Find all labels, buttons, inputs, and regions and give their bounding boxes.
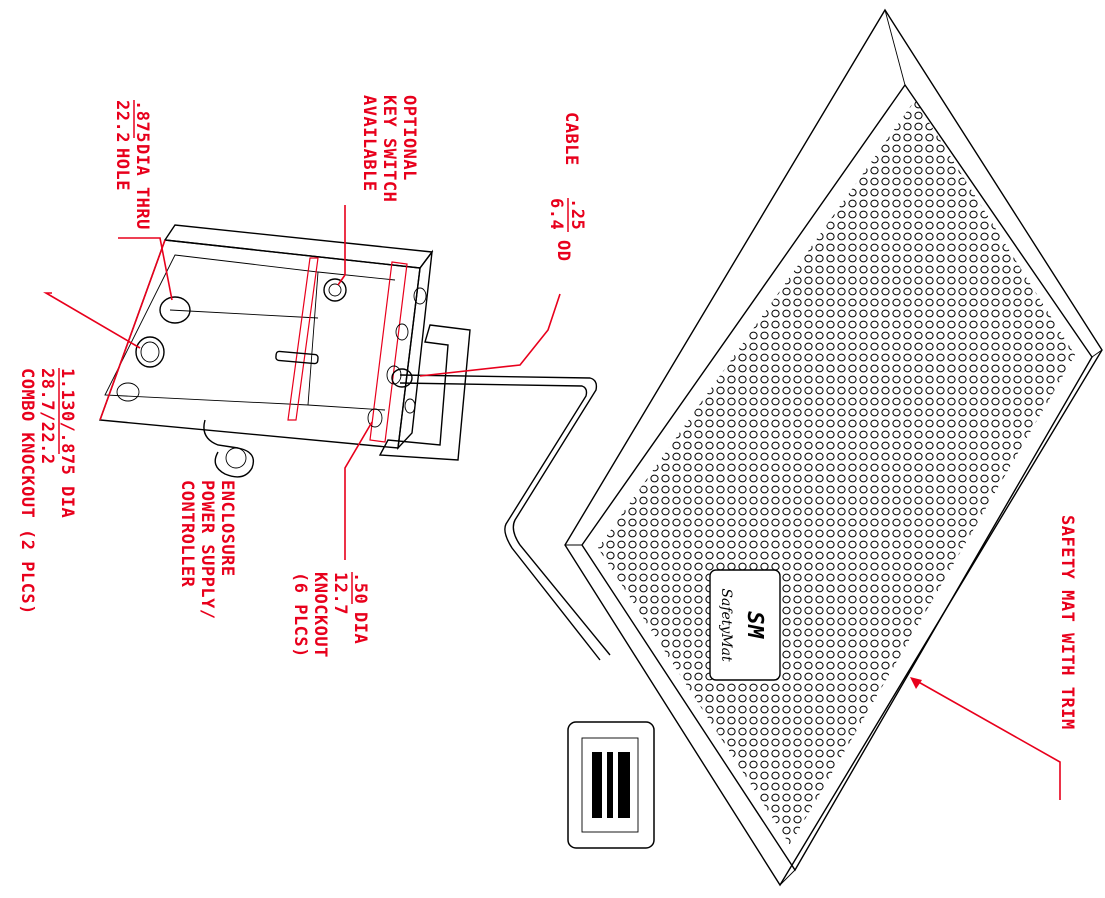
cable-prefix: CABLE (561, 112, 581, 166)
knockout-dia-suffix: DIA (350, 612, 370, 644)
mat-perforation-pattern (598, 100, 1075, 845)
enclosure-side-edge (397, 249, 433, 451)
mounting-bracket (378, 324, 471, 461)
callout-enclosure: ENCLOSURE POWER SUPPLY/ CONTROLLER (177, 480, 237, 620)
hole-dia-value: .875 (132, 100, 152, 143)
callout-combo-knockout: 1.130/.875 DIA 28.7/22.2 COMBO KNOCKOUT … (17, 368, 77, 615)
enclosure-front (99, 239, 421, 449)
enclosure-tray (104, 254, 319, 406)
cable-gland (391, 368, 413, 388)
cable-line-2 (399, 382, 601, 661)
leader-lines (43, 205, 1061, 800)
combo-line-3: COMBO KNOCKOUT (2 PLCS) (17, 368, 37, 615)
callout-key-switch: OPTIONAL KEY SWITCH AVAILABLE (359, 95, 419, 202)
callout-mat: SAFETY MAT WITH TRIM (1057, 515, 1077, 730)
mat-logo-plate: SM SafetyMat (709, 569, 781, 681)
combo-knockout (135, 336, 165, 368)
key-switch-line-3: AVAILABLE (359, 95, 379, 192)
enclosure-line-3: CONTROLLER (177, 480, 197, 588)
callout-hole: .875 22.2 DIA THRU HOLE (112, 100, 152, 230)
key-switch-line-2: KEY SWITCH (379, 95, 399, 202)
knockout-line-4: (6 PLCS) (290, 572, 310, 658)
cable-od-metric: 6.4 (546, 198, 566, 230)
combo-line-2: 28.7/22.2 (37, 368, 57, 465)
callout-cable: CABLE .25 6.4 OD (546, 112, 587, 261)
hole-dia-metric: 22.2 (112, 100, 132, 143)
enclosure (99, 224, 471, 478)
enclosure-line-2: POWER SUPPLY/ (197, 480, 217, 620)
mat-label: SAFETY MAT WITH TRIM (1057, 515, 1077, 730)
product-label (567, 721, 655, 849)
cable-od-value: .25 (567, 198, 587, 230)
callout-knockout-50: .50 DIA 12.7 KNOCKOUT (6 PLCS) (290, 572, 370, 658)
hole-desc-2: HOLE (112, 148, 132, 191)
cable-suffix: OD (553, 240, 573, 261)
cable (399, 374, 611, 661)
cable-line-1 (399, 374, 611, 656)
safety-mat: SM SafetyMat (564, 8, 1103, 887)
knockout-50 (367, 408, 383, 428)
vent-slot (275, 350, 319, 365)
mat-logo-brand: SafetyMat (718, 588, 734, 662)
key-switch-line-1: OPTIONAL (399, 95, 419, 181)
interior-warning-label (369, 261, 408, 443)
key-switch (323, 278, 347, 302)
enclosure-line-1: ENCLOSURE (217, 480, 237, 577)
hole-desc-1: DIA THRU (132, 144, 152, 230)
knockout-line-3: KNOCKOUT (310, 572, 330, 658)
combo-line-1: 1.130/.875 DIA (57, 368, 77, 518)
knockout-dia-value: .50 (350, 572, 370, 604)
knockout-dia-metric: 12.7 (330, 572, 350, 615)
mat-logo-mark: SM (742, 611, 767, 639)
hole-875 (159, 296, 191, 324)
enclosure-latch (203, 419, 255, 478)
